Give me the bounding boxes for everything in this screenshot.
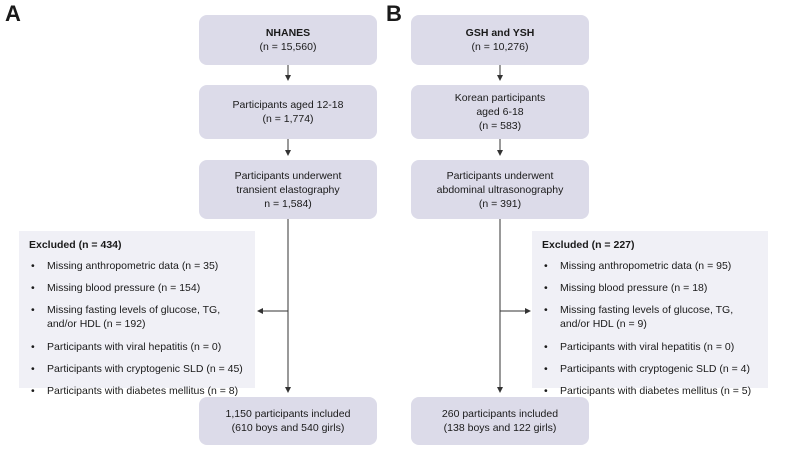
box-b-ultrasonography-line1: Participants underwent [446, 169, 554, 182]
list-item: Missing blood pressure (n = 18) [542, 281, 760, 295]
box-a-aged-line1: Participants aged 12-18 [232, 99, 344, 111]
list-item: Participants with cryptogenic SLD (n = 4… [29, 362, 247, 376]
box-a-aged: Participants aged 12-18 (n = 1,774) [199, 85, 377, 139]
box-a-excluded-heading: Excluded (n = 434) [29, 239, 122, 251]
box-a-final: 1,150 participants included (610 boys an… [199, 397, 377, 445]
list-item: Missing blood pressure (n = 154) [29, 281, 247, 295]
list-item: Participants with viral hepatitis (n = 0… [542, 340, 760, 354]
list-item: Missing anthropometric data (n = 95) [542, 259, 760, 273]
box-b-final-line2: (138 boys and 122 girls) [443, 422, 557, 434]
list-item: Missing fasting levels of glucose, TG, a… [542, 303, 760, 331]
box-a-final-line1: 1,150 participants included [225, 408, 351, 420]
box-b-gsh-ysh-title: GSH and YSH [465, 27, 535, 39]
box-a-elastography-line2: transient elastography [236, 183, 340, 196]
box-b-korean-line2: aged 6-18 [476, 106, 524, 118]
box-a-final-line2: (610 boys and 540 girls) [231, 422, 345, 434]
box-a-excluded-list: Missing anthropometric data (n = 35) Mis… [29, 259, 247, 398]
box-b-korean: Korean participants aged 6-18 (n = 583) [411, 85, 589, 139]
list-item: Participants with cryptogenic SLD (n = 4… [542, 362, 760, 376]
box-b-ultrasonography: Participants underwent abdominal ultraso… [411, 160, 589, 219]
box-b-final: 260 participants included (138 boys and … [411, 397, 589, 445]
box-b-gsh-ysh-count: (n = 10,276) [471, 41, 529, 53]
box-a-aged-line2: (n = 1,774) [262, 113, 314, 125]
list-item: Missing fasting levels of glucose, TG, a… [29, 303, 247, 331]
box-b-korean-line1: Korean participants [454, 92, 546, 104]
list-item: Participants with viral hepatitis (n = 0… [29, 340, 247, 354]
box-b-excluded-list: Missing anthropometric data (n = 95) Mis… [542, 259, 760, 398]
box-b-excluded-heading: Excluded (n = 227) [542, 239, 635, 251]
box-b-final-line1: 260 participants included [441, 408, 559, 420]
box-a-elastography-line1: Participants underwent [234, 169, 342, 182]
box-b-ultrasonography-line3: (n = 391) [478, 197, 522, 210]
box-b-excluded: Excluded (n = 227) Missing anthropometri… [532, 231, 768, 398]
box-a-nhanes-count: (n = 15,560) [259, 41, 317, 53]
list-item: Missing anthropometric data (n = 35) [29, 259, 247, 273]
box-a-nhanes-title: NHANES [265, 27, 311, 39]
box-a-elastography-line3: n = 1,584) [264, 197, 312, 210]
box-b-ultrasonography-line2: abdominal ultrasonography [436, 183, 564, 196]
box-b-korean-line3: (n = 583) [478, 120, 522, 132]
box-a-excluded: Excluded (n = 434) Missing anthropometri… [19, 231, 255, 398]
panel-label-a: A [5, 1, 21, 26]
box-b-gsh-ysh: GSH and YSH (n = 10,276) [411, 15, 589, 65]
box-a-nhanes: NHANES (n = 15,560) [199, 15, 377, 65]
list-item: Participants with diabetes mellitus (n =… [542, 384, 760, 398]
panel-label-b: B [386, 1, 402, 26]
box-a-elastography: Participants underwent transient elastog… [199, 160, 377, 219]
list-item: Participants with diabetes mellitus (n =… [29, 384, 247, 398]
